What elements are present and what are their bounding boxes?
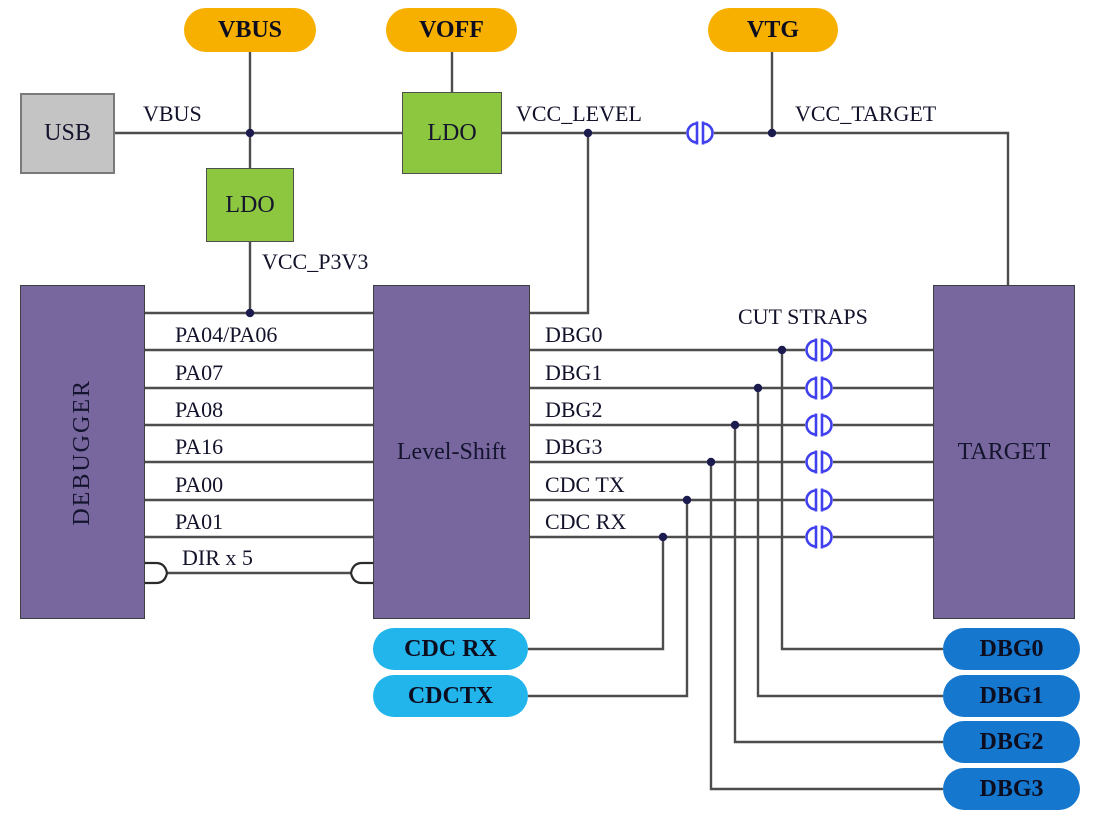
signal-label-dbg0: DBG0 (545, 322, 603, 347)
block-debugger-label: DEBUGGER (69, 378, 95, 526)
block-target-label: TARGET (957, 438, 1051, 465)
pin-pill-cdctx-label: CDCTX (407, 682, 494, 709)
cut-strap-dbg1 (803, 374, 835, 402)
power-pill-vbus-label: VBUS (217, 16, 283, 43)
pin-pill-dbg2-label: DBG2 (979, 728, 1044, 755)
pin-pill-dbg3-label: DBG3 (979, 775, 1044, 802)
block-usb-label: USB (44, 120, 91, 146)
cut-strap-cdc-tx (803, 486, 835, 514)
cut-strap-vcc (684, 119, 716, 147)
power-pill-voff: VOFF (386, 8, 517, 52)
power-pill-vbus: VBUS (184, 8, 316, 52)
pin-pill-cdc-rx-label: CDC RX (404, 635, 497, 662)
net-label-vbus: VBUS (143, 101, 202, 126)
signal-label-cdc-rx: CDC RX (545, 509, 627, 534)
net-label-vcc-p3v3: VCC_P3V3 (262, 249, 369, 274)
cut-straps (684, 119, 835, 551)
block-level-shift: Level-Shift (373, 285, 530, 619)
block-target: TARGET (933, 285, 1075, 619)
signal-label-dbg1: DBG1 (545, 360, 603, 385)
block-usb: USB (20, 93, 115, 174)
signal-label-cdc-tx: CDC TX (545, 472, 625, 497)
power-pill-voff-label: VOFF (419, 16, 484, 43)
signal-label-dbg3: DBG3 (545, 434, 603, 459)
signal-label-dbg2: DBG2 (545, 397, 603, 422)
bus-connector-right (349, 561, 373, 585)
cut-strap-dbg3 (803, 448, 835, 476)
net-label-vcc-target: VCC_TARGET (795, 101, 937, 126)
power-pill-vtg: VTG (708, 8, 838, 52)
power-pill-vtg-label: VTG (746, 16, 799, 43)
signal-label-pa07: PA07 (175, 360, 224, 385)
pin-pill-dbg1-label: DBG1 (979, 682, 1044, 709)
block-level-shift-label: Level-Shift (396, 438, 507, 465)
signal-label-pa00: PA00 (175, 472, 224, 497)
signal-label-pa01: PA01 (175, 509, 224, 534)
pin-pill-dbg2: DBG2 (943, 721, 1080, 763)
pin-pill-dbg0: DBG0 (943, 628, 1080, 670)
signal-label-pa08: PA08 (175, 397, 224, 422)
block-ldo-main-label: LDO (427, 119, 477, 146)
block-ldo-p3v3: LDO (206, 168, 294, 242)
pin-pill-dbg0-label: DBG0 (979, 635, 1044, 662)
block-debugger: DEBUGGER (20, 285, 145, 619)
net-label-vcc-level: VCC_LEVEL (516, 101, 642, 126)
pin-pill-dbg3: DBG3 (943, 768, 1080, 810)
cut-strap-cdc-rx (803, 523, 835, 551)
cut-strap-dbg2 (803, 411, 835, 439)
signal-label-pa04-pa06: PA04/PA06 (175, 322, 278, 347)
block-ldo-main: LDO (402, 92, 502, 174)
cut-straps-heading: CUT STRAPS (738, 304, 868, 329)
block-ldo-p3v3-label: LDO (225, 191, 275, 218)
pin-pill-cdc-rx: CDC RX (373, 628, 528, 670)
bus-connector-left (145, 561, 169, 585)
cut-strap-dbg0 (803, 336, 835, 364)
signal-label-dir-x5: DIR x 5 (182, 545, 253, 570)
signal-label-pa16: PA16 (175, 434, 224, 459)
pin-pill-dbg1: DBG1 (943, 675, 1080, 717)
pin-pill-cdctx: CDCTX (373, 675, 528, 717)
